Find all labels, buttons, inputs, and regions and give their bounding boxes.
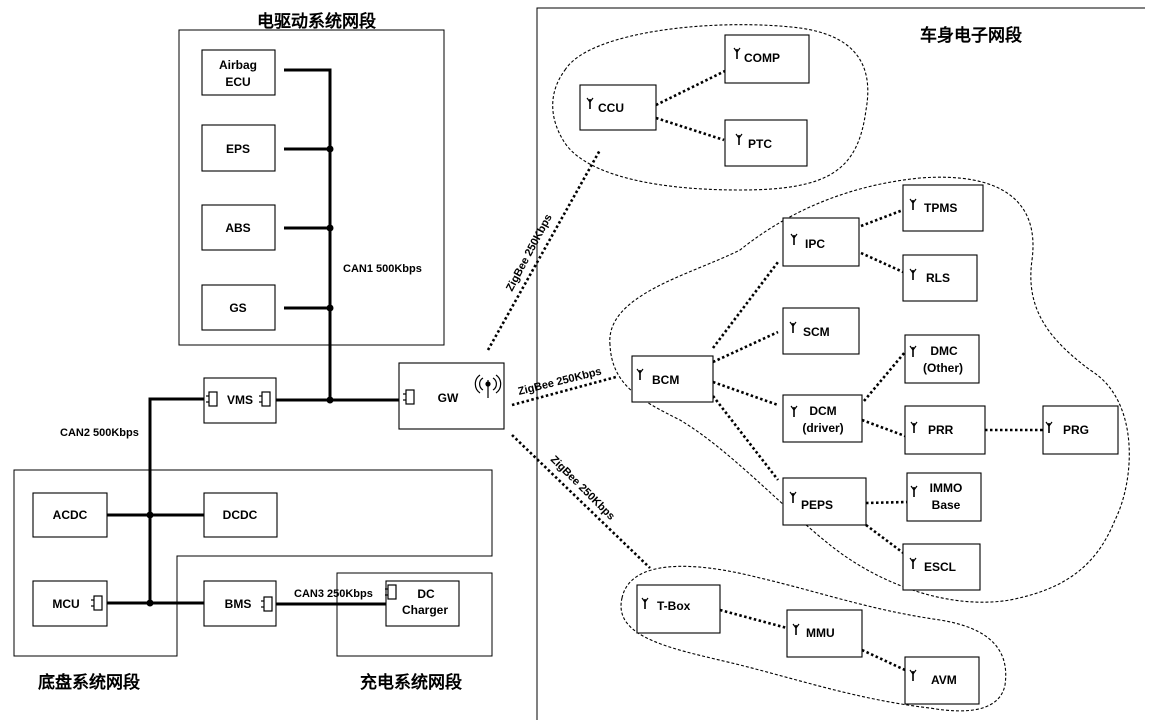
- dmc-node[interactable]: [904, 334, 980, 384]
- dcm-node[interactable]: [782, 394, 863, 443]
- acdc-node[interactable]: [32, 492, 108, 538]
- tpms-node[interactable]: [902, 184, 984, 232]
- gw-wireless-icon: [474, 374, 502, 398]
- powertrain-segment-title: 电驱动系统网段: [257, 12, 376, 32]
- dc-charger-label: Charger: [402, 603, 448, 617]
- prg-label: PRG: [1063, 423, 1089, 437]
- eps-label: EPS: [226, 142, 250, 156]
- airbag-ecu-label: Airbag: [219, 58, 257, 72]
- powertrain-region: [178, 29, 445, 346]
- prr-node[interactable]: [904, 405, 986, 455]
- chassis-segment-title: 底盘系统网段: [38, 673, 140, 693]
- charging-segment-title: 充电系统网段: [360, 673, 462, 693]
- ipc-label: IPC: [805, 237, 825, 251]
- chassis-region: [13, 469, 493, 657]
- infotainment-cloud: [620, 565, 1007, 712]
- dcdc-node[interactable]: [203, 492, 278, 538]
- escl-label: ESCL: [924, 560, 956, 574]
- peps-node[interactable]: [782, 477, 867, 526]
- wired-buses: [105, 68, 407, 606]
- dcm-label: (driver): [802, 421, 843, 435]
- ccu-label: CCU: [598, 101, 624, 115]
- escl-node[interactable]: [902, 543, 981, 591]
- immo-base-label: IMMO: [930, 481, 963, 495]
- abs-node[interactable]: [201, 204, 276, 251]
- zigbee-upper-label: ZigBee 250Kbps: [504, 212, 555, 293]
- bus-junctions: [146, 145, 334, 607]
- ccu-node[interactable]: [579, 84, 657, 131]
- comp-label: COMP: [744, 51, 780, 65]
- dc-charger-node[interactable]: [385, 580, 460, 627]
- charging-region: [336, 572, 493, 657]
- dmc-label: DMC: [930, 344, 958, 358]
- gw-node[interactable]: [398, 362, 505, 430]
- acdc-label: ACDC: [53, 508, 88, 522]
- gs-node[interactable]: [201, 284, 276, 331]
- wireless-links: [486, 69, 1043, 672]
- climate-cloud: [552, 24, 869, 191]
- mmu-label: MMU: [806, 626, 835, 640]
- node-labels: Airbag ECU EPS ABS GS VMS GW ACDC DCDC M…: [52, 51, 1089, 687]
- immo-base-label: Base: [932, 498, 961, 512]
- bms-label: BMS: [225, 597, 252, 611]
- ipc-node[interactable]: [782, 217, 860, 267]
- abs-label: ABS: [225, 221, 250, 235]
- gs-label: GS: [229, 301, 246, 315]
- rls-node[interactable]: [902, 254, 978, 302]
- comfort-cloud: [609, 176, 1130, 603]
- zigbee-middle-label: ZigBee 250Kbps: [517, 366, 603, 398]
- prr-label: PRR: [928, 423, 954, 437]
- scm-label: SCM: [803, 325, 830, 339]
- rls-label: RLS: [926, 271, 950, 285]
- prg-node[interactable]: [1042, 405, 1119, 455]
- nodes: [32, 34, 1119, 705]
- zigbee-lower-label: ZigBee 250Kbps: [548, 454, 617, 523]
- dcdc-label: DCDC: [223, 508, 258, 522]
- airbag-ecu-node[interactable]: [201, 49, 276, 96]
- ptc-label: PTC: [748, 137, 772, 151]
- vms-label: VMS: [227, 393, 253, 407]
- tbox-label: T-Box: [657, 599, 691, 613]
- bcm-node[interactable]: [631, 355, 714, 403]
- can2-label: CAN2 500Kbps: [60, 427, 139, 439]
- can1-bus: [284, 68, 332, 400]
- can3-label: CAN3 250Kbps: [294, 588, 373, 600]
- gw-label: GW: [438, 391, 459, 405]
- mmu-node[interactable]: [786, 609, 863, 658]
- avm-node[interactable]: [904, 656, 980, 705]
- mcu-label: MCU: [52, 597, 79, 611]
- body-subgroups: [552, 24, 1130, 712]
- body-region-border: [536, 7, 1145, 720]
- scm-node[interactable]: [782, 307, 860, 355]
- antenna-icons: [474, 47, 1053, 682]
- can2-bus: [105, 397, 210, 605]
- avm-label: AVM: [931, 673, 957, 687]
- airbag-ecu-label: ECU: [225, 75, 250, 89]
- dc-charger-label: DC: [417, 587, 435, 601]
- immo-base-node[interactable]: [906, 472, 982, 522]
- body-segment-title: 车身电子网段: [920, 26, 1022, 46]
- region-outlines: [13, 7, 1145, 720]
- peps-label: PEPS: [801, 498, 833, 512]
- eps-node[interactable]: [201, 124, 276, 172]
- bcm-label: BCM: [652, 373, 679, 387]
- dcm-label: DCM: [809, 404, 836, 418]
- comp-node[interactable]: [724, 34, 810, 84]
- tpms-label: TPMS: [924, 201, 957, 215]
- tbox-node[interactable]: [636, 584, 721, 634]
- can1-label: CAN1 500Kbps: [343, 263, 422, 275]
- dmc-label: (Other): [923, 361, 963, 375]
